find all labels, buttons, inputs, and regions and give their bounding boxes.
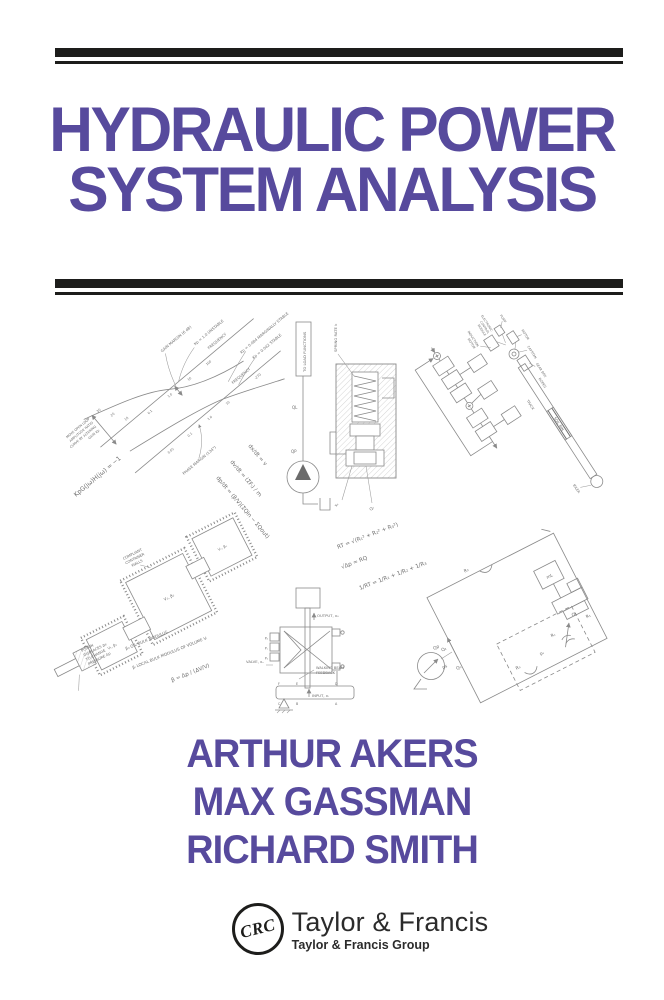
bode-freq2-tick: 10 bbox=[225, 400, 231, 406]
chamber-v2-label: V₂, β₂ bbox=[163, 592, 175, 602]
bode-move-note: GAIN Kp bbox=[87, 428, 100, 440]
title-line-1: HYDRAULIC POWER bbox=[49, 95, 617, 165]
compliant-walls-label: WALLS bbox=[131, 558, 144, 567]
q-valve-label: Qᵥ bbox=[368, 505, 375, 512]
crc-logo-text: CRC bbox=[237, 914, 278, 943]
spring-rate-label: SPRING RATE k bbox=[333, 323, 338, 352]
equation-dp-rq: √Δp = RQ bbox=[340, 554, 369, 571]
q-load-label: QL bbox=[292, 405, 298, 410]
circuit-r2-label: R₂ bbox=[463, 567, 470, 575]
chamber-v1-label: V₁, β₁ bbox=[107, 642, 118, 650]
author-name: MAX GASSMAN bbox=[192, 780, 473, 824]
walking-beam-valve-diagram: OUTPUT, x₀ P₂ Pₛ P₁ VALVE, xᵥ WALKING BE… bbox=[246, 587, 355, 714]
pump-label: PUMP bbox=[499, 314, 507, 324]
bode-freq2-tick: 1.0 bbox=[207, 415, 213, 421]
bode-amp-tick: 30 bbox=[96, 408, 102, 414]
circuit-q1-label: Q₁ bbox=[571, 611, 579, 619]
lever-point: D bbox=[335, 682, 338, 686]
lever-point: C bbox=[278, 702, 281, 706]
soil-bin-label: SOIL BIN bbox=[553, 416, 565, 431]
author-list: ARTHUR AKERS MAX GASSMAN RICHARD SMITH bbox=[17, 730, 648, 874]
circuit-ml-label: mL bbox=[545, 572, 554, 581]
soil-bin-rig-diagram: SOIL BIN ROPES TRACK IDLER MOTOR CAPSTAN… bbox=[466, 314, 604, 495]
track-label: TRACK bbox=[525, 398, 535, 411]
mid-rule bbox=[55, 279, 623, 295]
induction-motor-label: MOTOR bbox=[467, 337, 477, 350]
circuit-ps-label: ps bbox=[442, 664, 449, 671]
top-rule-thin bbox=[55, 61, 623, 64]
q-pump-label: QP bbox=[291, 449, 297, 454]
bode-freq-tick: 100 bbox=[205, 359, 212, 366]
ecm-label: CONTROL bbox=[479, 320, 491, 335]
bode-amp-tick: 20 bbox=[110, 412, 116, 418]
port-label: P₁ bbox=[265, 657, 269, 661]
lever-point: B bbox=[296, 702, 299, 706]
input-label: INPUT, xᵢ bbox=[312, 693, 329, 698]
to-load-functions-label: TO LOAD FUNCTIONS bbox=[302, 331, 307, 373]
top-rule bbox=[55, 48, 623, 64]
top-rule-thick bbox=[55, 48, 623, 57]
mid-rule-thin bbox=[55, 292, 623, 295]
publisher-name: Taylor & Francis bbox=[291, 906, 489, 937]
capstan-label: CAPSTAN bbox=[526, 345, 538, 360]
idler-label: IDLER bbox=[572, 483, 581, 494]
bode-kp-unstable-label: Kp = 1.0 UNSTABLE bbox=[193, 318, 225, 346]
motor-label: MOTOR bbox=[520, 329, 530, 342]
bode-gain-margin-label: GAIN MARGIN (6 dB) bbox=[159, 324, 192, 353]
bode-plot-diagram: 30 20 10 0.1 1.0 10 100 FREQUENCY 0.05 0… bbox=[65, 310, 290, 498]
compliant-chambers-diagram: V₂, β₂ V₁, β₁ Vₙ, βₙ COMPLIANT CONTAINER… bbox=[53, 510, 259, 691]
bode-amp-tick: 10 bbox=[124, 416, 130, 422]
output-label: OUTPUT, x₀ bbox=[317, 613, 339, 618]
circuit-pv-label: pᵥ bbox=[539, 651, 546, 658]
title-line-2: SYSTEM ANALYSIS bbox=[68, 155, 598, 225]
publisher-group: Taylor & Francis Group bbox=[291, 937, 430, 952]
equation-rt-series: RT = √(R₁² + R₂² + R₃²) bbox=[336, 521, 399, 551]
valve-label: VALVE, xᵥ bbox=[246, 659, 264, 664]
bode-freq-tick: 10 bbox=[187, 376, 193, 382]
bode-phase-tick: -270 bbox=[253, 373, 261, 381]
author-name: ARTHUR AKERS bbox=[186, 732, 478, 776]
pump-triangle-icon bbox=[295, 464, 311, 480]
bode-equation: KpG(jω)H(jω) = −1 bbox=[73, 455, 123, 498]
mid-rule-thick bbox=[55, 279, 623, 288]
hydraulic-circuit-diagram: R₂ Q₂ R₀ pᵥ Rₛ Q₁ mL R₁ bbox=[413, 528, 608, 704]
x-valve-label: xᵥ bbox=[333, 501, 340, 508]
relief-valve-diagram: TO LOAD FUNCTIONS QL QP SPRING RATE k bbox=[286, 321, 397, 512]
beta-equation: β = Δp / (ΔV/V) bbox=[171, 663, 211, 684]
equation-rt-parallel: 1/RT = 1/R₁ + 1/R₂ + 1/R₃ bbox=[359, 561, 428, 592]
circuit-q0-label: Q₀ bbox=[455, 664, 463, 672]
circuit-q2-label: Q₂ bbox=[440, 646, 448, 654]
equation-dpdt: dp/dt = (β/V)(ΣQin − ΣQout) bbox=[214, 475, 270, 540]
book-title: HYDRAULIC POWER SYSTEM ANALYSIS bbox=[13, 95, 650, 225]
feedback-label: FEEDBACK bbox=[316, 671, 336, 675]
bode-freq2-tick: 0.05 bbox=[167, 447, 175, 455]
bode-phase-margin-label: PHASE MARGIN (134°) bbox=[181, 444, 217, 475]
feedback-label: WALKING BEAM bbox=[316, 666, 344, 670]
ecm-label: MODULE bbox=[477, 324, 488, 337]
publisher-logo-row: CRC Taylor & Francis Taylor & Francis Gr… bbox=[28, 903, 664, 955]
author-name: RICHARD SMITH bbox=[186, 828, 479, 872]
port-label: Pₛ bbox=[265, 647, 269, 651]
publisher-text-block: Taylor & Francis Taylor & Francis Group bbox=[292, 907, 489, 952]
bode-frequency2-label: FREQUENCY bbox=[230, 366, 251, 385]
equation-dxdt: dx/dt = v bbox=[246, 443, 268, 467]
chamber-vn-label: Vₙ, βₙ bbox=[217, 544, 228, 552]
technical-diagram-collage: 30 20 10 0.1 1.0 10 100 FREQUENCY 0.05 0… bbox=[53, 310, 608, 714]
lever-point: A bbox=[335, 702, 338, 706]
bode-freq-tick: 0.1 bbox=[147, 409, 153, 415]
crc-press-logo: CRC bbox=[231, 903, 284, 955]
block-diagram bbox=[414, 347, 522, 457]
circuit-rs-label: Rₛ bbox=[550, 632, 557, 640]
lever-point: F bbox=[278, 682, 280, 686]
port-label: P₂ bbox=[265, 637, 269, 641]
ropes-label: ROPES bbox=[538, 377, 548, 389]
circuit-r0-label: R₀ bbox=[515, 664, 522, 672]
lever-point: E bbox=[296, 682, 298, 686]
circuit-r1-label: R₁ bbox=[585, 613, 592, 621]
bode-freq-tick: 1.0 bbox=[167, 392, 173, 398]
piston-note: PISTON bbox=[81, 643, 95, 653]
bode-freq2-tick: 0.1 bbox=[187, 432, 193, 438]
circuit-qp-label: Qp bbox=[432, 644, 440, 652]
